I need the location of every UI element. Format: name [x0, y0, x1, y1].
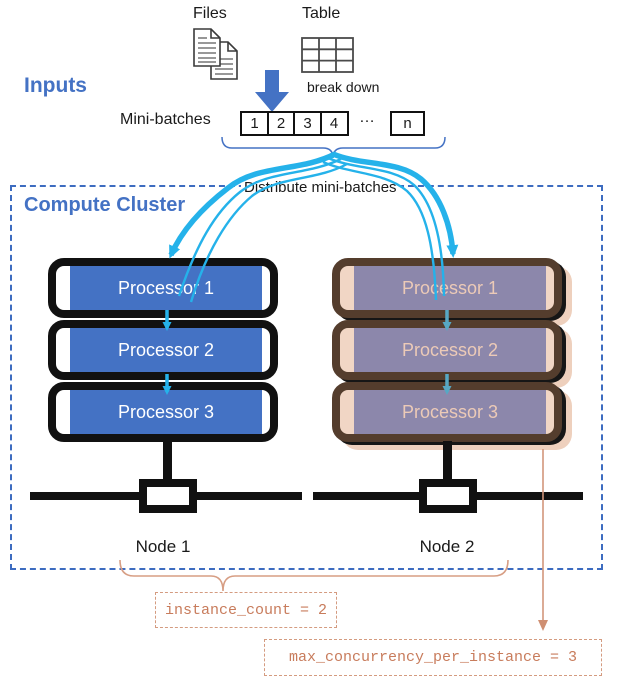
table-icon: [301, 37, 354, 73]
node-1-slot-2: Processor 2: [48, 320, 278, 380]
node-2-label: Node 2: [419, 537, 475, 556]
max-concurrency-annotation: max_concurrency_per_instance = 3: [264, 639, 602, 676]
node-1: Processor 1 Processor 2 Processor 3: [48, 258, 278, 444]
node-1-network-adapter: [139, 479, 197, 513]
files-icon: [193, 28, 238, 80]
table-label: Table: [302, 5, 341, 22]
processor-bar: Processor 3: [354, 390, 546, 434]
mini-batch-cell: 4: [319, 111, 349, 136]
node-2-slot-2: Processor 2: [332, 320, 562, 380]
mini-batch-strip: 1 2 3 4: [240, 111, 349, 136]
compute-cluster-title: Compute Cluster: [24, 194, 186, 216]
mini-batch-ellipsis: …: [359, 109, 376, 126]
mini-batch-brace: [221, 136, 446, 159]
node-1-label: Node 1: [135, 537, 191, 556]
files-label: Files: [193, 5, 227, 22]
node-1-network-stem: [163, 441, 172, 482]
processor-bar: Processor 1: [354, 266, 546, 310]
node-2-network-adapter: [419, 479, 477, 513]
processor-bar: Processor 2: [70, 328, 262, 372]
instance-count-annotation: instance_count = 2: [155, 592, 337, 628]
mini-batch-cell: 2: [266, 111, 296, 136]
mini-batch-cell-n: n: [390, 111, 425, 136]
node-2: Processor 1 Processor 2 Processor 3: [332, 258, 562, 444]
node-2-slot-1: Processor 1: [332, 258, 562, 318]
node-2-slot-3: Processor 3: [332, 382, 562, 442]
processor-bar: Processor 2: [354, 328, 546, 372]
node-2-network-stem: [443, 441, 452, 482]
processor-bar: Processor 1: [70, 266, 262, 310]
node-1-slot-3: Processor 3: [48, 382, 278, 442]
mini-batches-label: Mini-batches: [120, 111, 211, 128]
processor-bar: Processor 3: [70, 390, 262, 434]
node-1-slot-1: Processor 1: [48, 258, 278, 318]
break-down-arrow-icon: [255, 70, 289, 112]
inputs-section-title: Inputs: [24, 74, 87, 97]
distribute-mini-batches-label: Distribute mini-batches: [241, 179, 400, 196]
break-down-label: break down: [307, 79, 380, 95]
mini-batch-cell: 1: [240, 111, 269, 136]
mini-batch-cell: 3: [293, 111, 322, 136]
